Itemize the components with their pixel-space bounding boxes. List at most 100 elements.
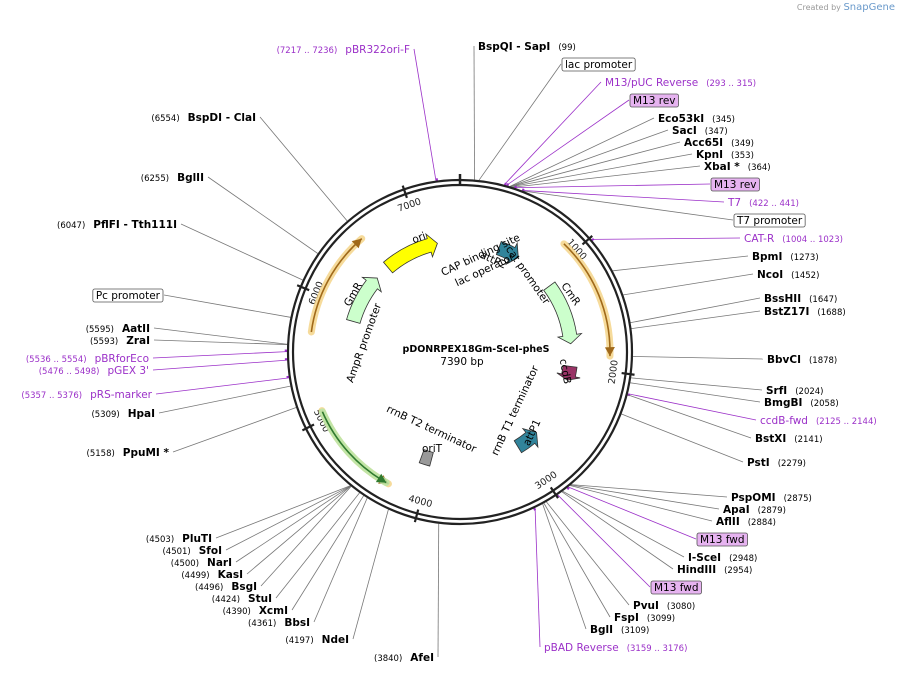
enzyme-label[interactable]: SacI(347) (672, 125, 728, 137)
feature-ccdb[interactable] (556, 364, 581, 381)
primer-label[interactable]: T7(422 .. 441) (727, 197, 799, 209)
enzyme-label[interactable]: HindIII(2954) (677, 564, 752, 576)
primer-label[interactable]: pBRforEco(5536 .. 5554) (26, 353, 149, 365)
label-name: pBR322ori-F (345, 44, 410, 56)
label-name: HindIII (677, 564, 716, 576)
primer-label[interactable]: pBR322ori-F(7217 .. 7236) (277, 44, 410, 56)
primer-label[interactable]: pGEX 3'(5476 .. 5498) (39, 365, 149, 377)
feature-attp2[interactable] (495, 240, 519, 266)
ring-tick-label: 2000 (607, 359, 621, 384)
enzyme-label[interactable]: PvuI(3080) (633, 600, 695, 612)
enzyme-label[interactable]: BspQI - SapI(99) (478, 41, 576, 53)
label-position: (345) (712, 115, 735, 125)
feature-callout[interactable]: T7 promoter (733, 213, 806, 228)
label-box (650, 580, 702, 595)
enzyme-label[interactable]: BmgBI(2058) (764, 397, 839, 409)
enzyme-label[interactable]: BssHII(1647) (764, 293, 837, 305)
enzyme-label[interactable]: NcoI(1452) (757, 269, 819, 281)
leader-line (631, 310, 761, 330)
enzyme-label[interactable]: BstZ17I(1688) (764, 306, 846, 318)
label-position: (1647) (809, 295, 837, 305)
enzyme-label[interactable]: ApaI(2879) (723, 504, 786, 516)
feature-arc (321, 410, 389, 485)
enzyme-label[interactable]: BstXI(2141) (755, 433, 823, 445)
primer-label[interactable]: pBAD Reverse(3159 .. 3176) (544, 642, 687, 654)
enzyme-label[interactable]: PluTI(4503) (146, 533, 212, 545)
primer-label[interactable]: pRS-marker(5357 .. 5376) (21, 389, 152, 401)
enzyme-label[interactable]: BglII(6255) (141, 172, 204, 184)
feature-cmr[interactable] (543, 281, 583, 345)
label-name: pBRforEco (95, 353, 149, 365)
label-name: pRS-marker (90, 389, 153, 401)
feature-callout[interactable]: lac promoter (561, 57, 636, 72)
enzyme-label[interactable]: BglI(3109) (590, 624, 649, 636)
label-name: PstI (747, 457, 770, 469)
label-name: KasI (218, 569, 243, 581)
enzyme-label[interactable]: NdeI(4197) (285, 634, 349, 646)
enzyme-label[interactable]: BpmI(1273) (752, 251, 819, 263)
ring-tick (621, 371, 635, 376)
enzyme-label[interactable]: BbsI(4361) (248, 617, 310, 629)
enzyme-label[interactable]: PflFI - Tth111I(6047) (57, 219, 177, 231)
enzyme-label[interactable]: BbvCI(1878) (767, 354, 837, 366)
primer-label[interactable]: M13 rev (710, 177, 760, 192)
enzyme-label[interactable]: BspDI - ClaI(6554) (151, 112, 256, 124)
enzyme-label[interactable]: PstI(2279) (747, 457, 806, 469)
leader-line (246, 485, 351, 575)
primer-label[interactable]: M13 rev (629, 93, 679, 108)
primer-label[interactable]: M13 fwd (650, 580, 702, 595)
leader-line (621, 413, 744, 463)
enzyme-label[interactable]: AfeI(3840) (374, 652, 434, 664)
leader-line (523, 190, 734, 221)
enzyme-label[interactable]: XcmI(4390) (223, 605, 288, 617)
primer-label[interactable]: ccdB-fwd(2125 .. 2144) (760, 415, 877, 427)
enzyme-label[interactable]: SrfI(2024) (766, 385, 823, 397)
enzyme-label[interactable]: SfoI(4501) (162, 545, 222, 557)
enzyme-label[interactable]: FspI(3099) (614, 612, 675, 624)
snapgene-brand: Created by SnapGene (797, 2, 895, 13)
primer-label[interactable]: CAT-R(1004 .. 1023) (744, 233, 843, 245)
label-name: AflII (716, 516, 740, 528)
feature-orit[interactable] (418, 449, 434, 467)
primer-mark (506, 183, 510, 187)
leader-line (631, 377, 763, 391)
enzyme-label[interactable]: AflII(2884) (716, 516, 776, 528)
enzyme-label[interactable]: BsgI(4496) (195, 581, 257, 593)
enzyme-label[interactable]: XbaI *(364) (704, 161, 771, 173)
label-position: (4424) (212, 595, 240, 605)
enzyme-label[interactable]: I-SceI(2948) (688, 552, 757, 564)
label-position: (5593) (90, 337, 118, 347)
leader-line (437, 523, 440, 658)
enzyme-label[interactable]: StuI(4424) (212, 593, 272, 605)
label-position: (2024) (795, 387, 823, 397)
enzyme-label[interactable]: PpuMI *(5158) (87, 447, 170, 459)
leader-line (630, 297, 761, 324)
leader-line (158, 385, 291, 414)
primer-mark (521, 188, 525, 192)
leader-line (623, 273, 754, 296)
primer-label[interactable]: M13 fwd (696, 532, 748, 547)
ring-tick (401, 185, 408, 199)
enzyme-label[interactable]: HpaI(5309) (91, 408, 155, 420)
feature-gmr[interactable] (346, 276, 382, 324)
label-name: KpnI (696, 149, 723, 161)
enzyme-label[interactable]: Eco53kI(345) (658, 113, 735, 125)
leader-line (521, 190, 725, 203)
enzyme-label[interactable]: Acc65I(349) (684, 137, 754, 149)
leader-line (153, 327, 288, 345)
label-name: BglI (590, 624, 613, 636)
enzyme-label[interactable]: NarI(4500) (171, 557, 232, 569)
enzyme-label[interactable]: ZraI(5593) (90, 335, 150, 347)
primer-label[interactable]: M13/pUC Reverse(293 .. 315) (605, 77, 756, 89)
label-name: AfeI (410, 652, 434, 664)
feature-callout[interactable]: Pc promoter (92, 288, 164, 303)
enzyme-label[interactable]: KasI(4499) (181, 569, 243, 581)
feature-attp1[interactable] (513, 427, 539, 454)
label-name: pGEX 3' (107, 365, 149, 377)
snapgene-logo: SnapGene (843, 2, 895, 13)
enzyme-label[interactable]: PspOMI(2875) (731, 492, 812, 504)
enzyme-label[interactable]: AatII(5595) (86, 323, 150, 335)
feature-ori[interactable] (382, 232, 438, 274)
enzyme-label[interactable]: KpnI(353) (696, 149, 754, 161)
